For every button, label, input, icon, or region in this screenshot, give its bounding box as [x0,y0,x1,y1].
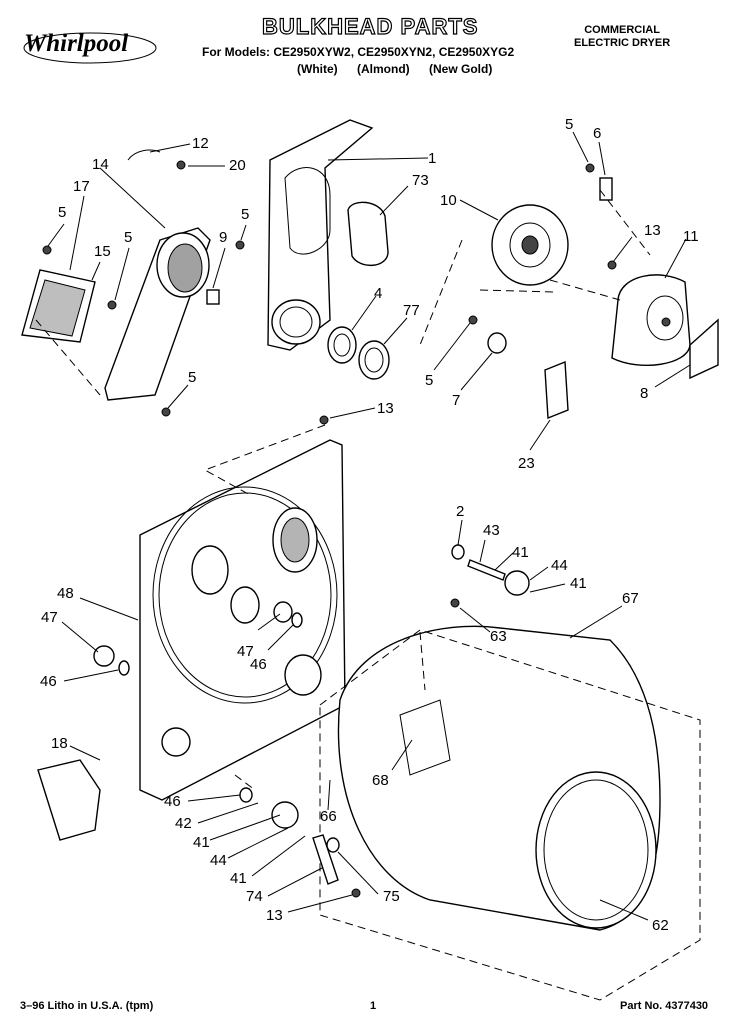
callout-4: 4 [374,285,383,302]
blower-fan [491,204,569,286]
callout-12: 12 [192,135,209,152]
callout-67: 67 [622,590,639,607]
callout-66: 66 [320,808,337,825]
harness-box [37,759,101,841]
exhaust-grille [21,269,96,343]
ring-seal [327,326,357,364]
callout-23: 23 [518,455,535,472]
ring-seal-2 [358,340,390,380]
callout-42: 42 [175,815,192,832]
callout-7: 7 [452,392,461,409]
callout-41-b: 41 [570,575,587,592]
callout-11: 11 [683,228,699,245]
callout-5-b: 5 [124,229,133,246]
callout-46-a: 46 [40,673,57,690]
callout-5-f: 5 [188,369,197,386]
callout-77: 77 [403,302,420,319]
callout-6: 6 [593,125,602,142]
callout-14: 14 [92,156,109,173]
color-new-gold: (New Gold) [429,62,493,76]
callout-13-c: 13 [266,907,283,924]
warning-label [689,318,719,380]
callout-46-c: 46 [164,793,181,810]
callout-74: 74 [246,888,263,905]
callout-43: 43 [483,522,500,539]
page-title: BULKHEAD PARTS [261,13,479,39]
footer-part-number: Part No. 4377430 [620,1000,709,1012]
callout-75: 75 [383,888,400,905]
bulkhead-duct [267,119,374,351]
callout-47-a: 47 [41,609,58,626]
callout-5-e: 5 [425,372,434,389]
callout-68: 68 [372,772,389,789]
callout-10: 10 [440,192,457,209]
rear-bracket [544,360,569,420]
callout-47-b: 47 [237,643,254,660]
color-almond: (Almond) [357,62,410,76]
color-white: (White) [297,62,338,76]
models-line: For Models: CE2950XYW2, CE2950XYN2, CE29… [202,45,515,59]
callout-2: 2 [456,503,465,520]
callout-5-a: 5 [58,204,67,221]
brand-logo: Whirlpool [24,30,129,57]
duct-seal [347,201,389,266]
callout-17: 17 [73,178,90,195]
callout-41-d: 41 [230,870,247,887]
callout-44-a: 44 [551,557,568,574]
product-line-1: COMMERCIAL [584,24,660,36]
product-line-2: ELECTRIC DRYER [574,37,671,49]
model-colors: (White) (Almond) (New Gold) [297,62,508,76]
callout-13-b: 13 [377,400,394,417]
footer-page-number: 1 [370,1000,377,1012]
callout-13-a: 13 [644,222,661,239]
logo-swoosh [23,32,157,64]
callout-41-c: 41 [193,834,210,851]
footer-litho: 3–96 Litho in U.S.A. (tpm) [20,1000,154,1012]
callout-20: 20 [229,157,246,174]
callout-18: 18 [51,735,68,752]
callout-41-a: 41 [512,544,529,561]
callout-46-b: 46 [250,656,267,673]
rear-bulkhead [139,439,346,801]
callout-5-c: 5 [241,206,250,223]
callout-63: 63 [490,628,507,645]
callout-8: 8 [640,385,649,402]
callout-44-b: 44 [210,852,227,869]
callout-48: 48 [57,585,74,602]
product-type: COMMERCIAL ELECTRIC DRYER [574,24,670,50]
callout-15: 15 [94,243,111,260]
callout-73: 73 [412,172,429,189]
callout-1: 1 [428,150,437,167]
callout-5-d: 5 [565,116,574,133]
callout-9: 9 [219,229,228,246]
callout-62: 62 [652,917,669,934]
lint-screen-panel [104,227,211,401]
dryer-drum [337,625,661,931]
blower-housing [611,274,691,366]
